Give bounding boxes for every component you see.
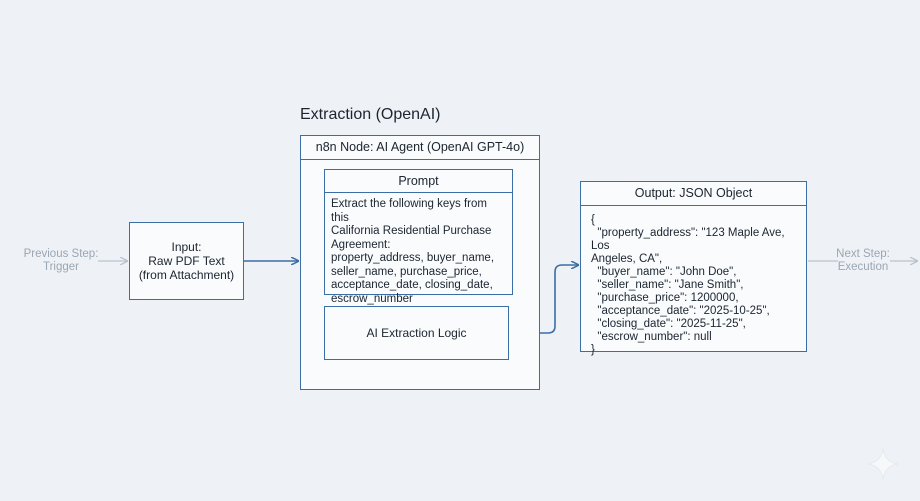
prompt-node[interactable]: Prompt Extract the following keys from t…	[324, 169, 513, 305]
previous-step-label: Previous Step: Trigger	[23, 248, 99, 273]
section-title: Extraction (OpenAI)	[300, 106, 441, 123]
json-output-text: { "property_address": "123 Maple Ave, Lo…	[591, 214, 788, 356]
prompt-text: Extract the following keys from this Cal…	[331, 198, 495, 305]
output-json-node[interactable]: Output: JSON Object { "property_address"…	[580, 181, 807, 356]
prompt-node-header: Prompt	[325, 170, 512, 193]
input-node-value: Raw PDF Text	[148, 254, 225, 268]
connector-logic-to-output	[509, 265, 578, 334]
input-node-title: Input:	[171, 240, 202, 254]
ai-agent-node-header: n8n Node: AI Agent (OpenAI GPT-4o)	[301, 136, 539, 160]
ai-extraction-logic-label: AI Extraction Logic	[366, 326, 467, 340]
next-step-label: Next Step: Execution	[836, 248, 890, 273]
ai-extraction-logic-node[interactable]: AI Extraction Logic	[324, 306, 509, 360]
input-node-source: (from Attachment)	[138, 268, 235, 282]
sparkle-icon	[867, 448, 899, 480]
input-node[interactable]: Input: Raw PDF Text (from Attachment)	[129, 222, 244, 300]
output-node-header: Output: JSON Object	[581, 182, 806, 206]
